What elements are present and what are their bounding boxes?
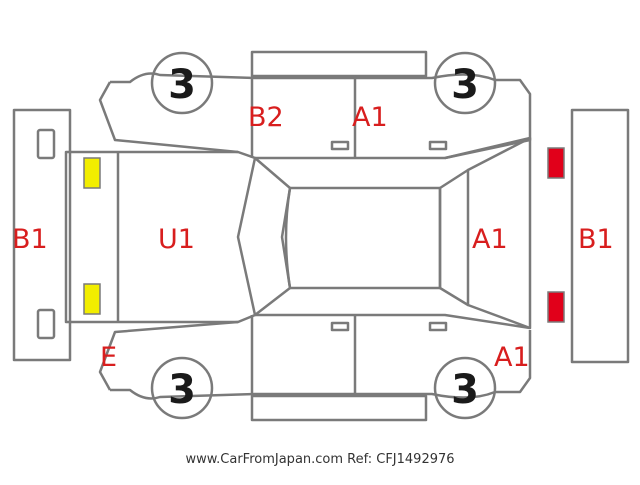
windshield-outline	[236, 156, 292, 317]
taillight-bottom-icon	[547, 291, 565, 323]
front-bumper-outline	[12, 108, 72, 362]
right-front-door-handle	[428, 321, 448, 332]
tailgate-code: A1	[472, 224, 508, 255]
tyre-rear-left	[433, 51, 497, 115]
tyre-front-left	[150, 51, 214, 115]
tyre-rear-right-grade: 3	[451, 367, 479, 413]
reference-footer: www.CarFromJapan.com Ref: CFJ1492976	[185, 452, 455, 467]
tyre-rear-left-grade: 3	[451, 62, 479, 108]
tyre-front-right	[150, 356, 214, 420]
left-front-door-handle	[428, 140, 448, 151]
right-sill	[250, 394, 428, 422]
left-sill	[250, 50, 428, 78]
front-bumper-code: B1	[12, 224, 48, 255]
right-rear-door-handle	[330, 321, 350, 332]
rear-window-outline	[438, 168, 470, 307]
tyre-front-right-grade: 3	[168, 367, 196, 413]
headlight-top-icon	[83, 157, 101, 189]
front-bumper-vent-top	[36, 128, 56, 160]
tyre-front-left-grade: 3	[168, 62, 196, 108]
roof-outline	[284, 186, 442, 290]
front-left-door-code: A1	[352, 102, 388, 133]
headlight-bottom-icon	[83, 283, 101, 315]
left-rear-door-handle	[330, 140, 350, 151]
front-bumper-vent-bottom	[36, 308, 56, 340]
rear-left-door-code: B2	[248, 102, 284, 133]
taillight-top-icon	[547, 147, 565, 179]
rear-bumper-outline	[570, 108, 630, 364]
front-left-corner-code: E	[100, 342, 117, 373]
hood-code: U1	[158, 224, 195, 255]
tyre-rear-right	[433, 356, 497, 420]
right-side-outline	[98, 320, 532, 400]
rear-bumper-code: B1	[578, 224, 614, 255]
rear-right-corner-code: A1	[494, 342, 530, 373]
